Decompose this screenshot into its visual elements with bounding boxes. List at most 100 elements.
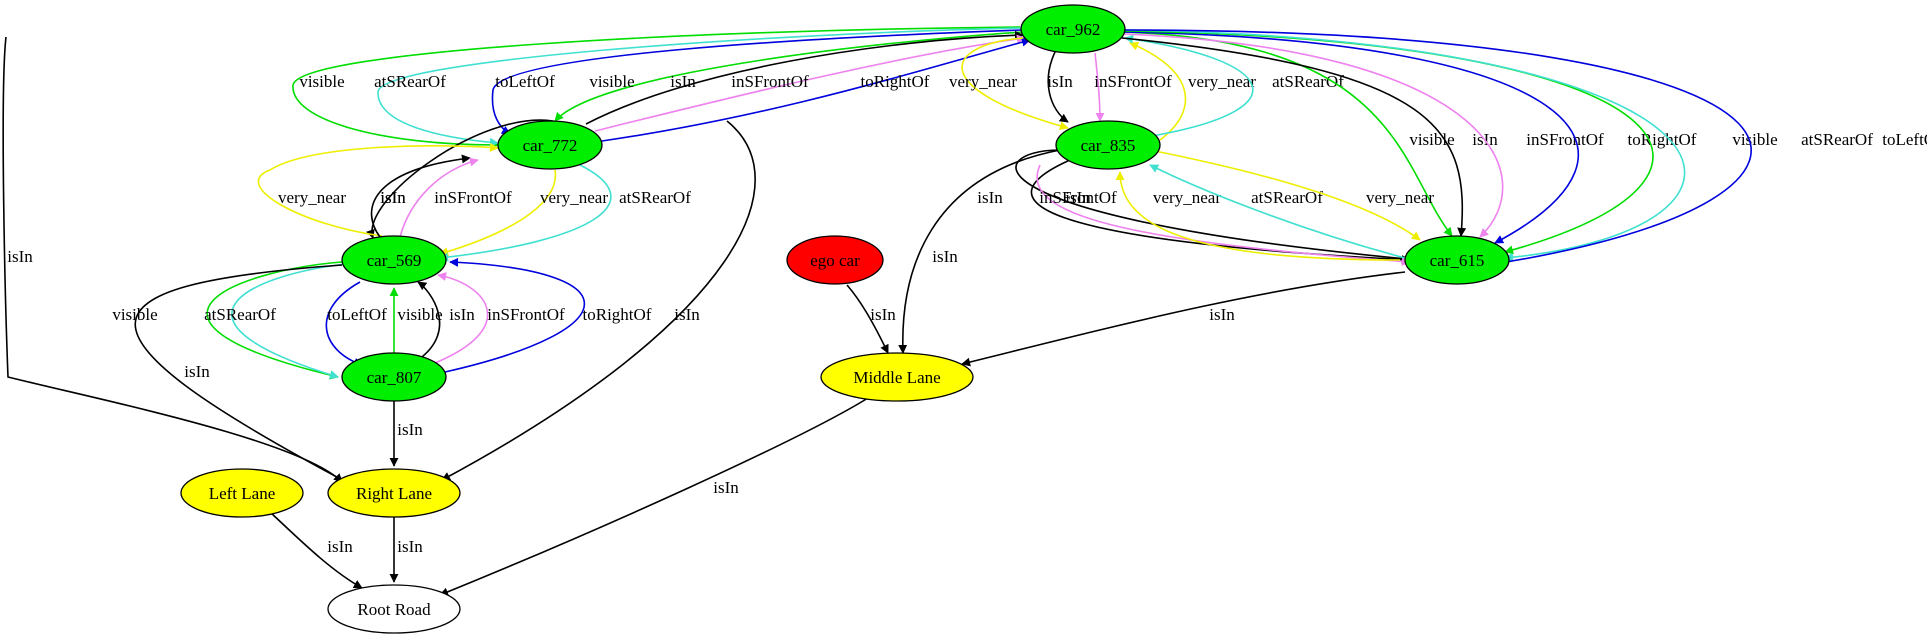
node-label: car_807 xyxy=(367,368,422,387)
edge-line xyxy=(444,257,585,373)
edge-label: isIn xyxy=(870,305,896,324)
edge-label: isIn xyxy=(449,305,475,324)
edge-label: isIn xyxy=(327,537,353,556)
node-ellipse[interactable] xyxy=(327,584,461,634)
edge-line xyxy=(1123,29,1686,262)
node-label: Left Lane xyxy=(209,484,276,503)
node-ellipse[interactable] xyxy=(820,352,974,402)
node-ellipse[interactable] xyxy=(497,120,603,170)
edge-line xyxy=(439,397,869,597)
edge-line xyxy=(257,142,499,237)
edge-label: isIn xyxy=(397,420,423,439)
edge-isin: isIn xyxy=(1030,159,1411,265)
node-car-807[interactable]: car_807 xyxy=(341,352,447,402)
edge-atsrearof: atSRearOf xyxy=(204,263,347,379)
edge-label: visible xyxy=(299,72,344,91)
edge-very-near: very_near xyxy=(1149,149,1434,241)
edge-isin: isIn xyxy=(898,149,1061,354)
edge-line xyxy=(491,29,1022,135)
edge-label: visible xyxy=(112,305,157,324)
edge-toleftof: toLeftOf xyxy=(491,29,1022,135)
edge-very-near: very_near xyxy=(1115,171,1401,261)
edge-label: visible xyxy=(397,305,442,324)
node-label: car_835 xyxy=(1081,136,1136,155)
node-ellipse[interactable] xyxy=(1055,120,1161,170)
node-label: Root Road xyxy=(357,600,431,619)
edge-insfrontof: inSFrontOf xyxy=(1036,164,1411,266)
nodes-layer: car_962 car_772 car_835 car_569 car_615 ego c… xyxy=(180,4,1510,634)
edge-label: atSRearOf xyxy=(1272,72,1344,91)
edge-label: inSFrontOf xyxy=(487,305,565,324)
edge-line xyxy=(441,120,756,481)
edge-label: isIn xyxy=(674,305,700,324)
edge-label: isIn xyxy=(932,247,958,266)
edge-line xyxy=(1123,31,1580,244)
edge-isin: isIn xyxy=(389,401,423,467)
edge-isin: isIn xyxy=(961,271,1406,367)
edge-label: very_near xyxy=(1366,188,1434,207)
edge-line xyxy=(1149,164,1406,259)
edge-label: atSRearOf xyxy=(1251,188,1323,207)
edge-line xyxy=(961,37,1069,131)
edge-line xyxy=(269,511,363,589)
edge-line xyxy=(231,263,347,379)
node-car-835[interactable]: car_835 xyxy=(1055,120,1161,170)
edge-atsrearof: atSRearOf xyxy=(374,27,1022,147)
node-ego-car[interactable]: ego car xyxy=(786,235,884,285)
edge-isin: isIn xyxy=(846,284,896,354)
edge-toleftof: toLeftOf xyxy=(325,281,387,367)
edge-label: toLeftOf xyxy=(1882,130,1927,149)
edge-line xyxy=(585,30,1024,125)
edge-label: toLeftOf xyxy=(495,72,555,91)
edge-isin: isIn xyxy=(366,119,554,239)
node-right-lane[interactable]: Right Lane xyxy=(327,468,461,518)
edge-very-near: very_near xyxy=(257,142,499,237)
edge-insfrontof: inSFrontOf xyxy=(1094,52,1172,122)
node-car-615[interactable]: car_615 xyxy=(1404,235,1510,285)
edge-line xyxy=(1015,149,1441,266)
edge-line xyxy=(601,37,1031,142)
node-ellipse[interactable] xyxy=(341,235,447,285)
node-root-road[interactable]: Root Road xyxy=(327,584,461,634)
edge-line xyxy=(206,261,343,380)
edge-label: isIn xyxy=(7,247,33,266)
node-middle-lane[interactable]: Middle Lane xyxy=(820,352,974,402)
edge-isin: isIn xyxy=(269,511,363,589)
edge-line xyxy=(134,264,351,485)
node-car-569[interactable]: car_569 xyxy=(341,235,447,285)
edge-line xyxy=(439,169,557,256)
edge-line xyxy=(292,26,1021,150)
edge-label: isIn xyxy=(397,537,423,556)
edge-label: isIn xyxy=(670,72,696,91)
edge-label: inSFrontOf xyxy=(1039,188,1117,207)
edge-label: atSRearOf xyxy=(619,188,691,207)
edge-visible: visible xyxy=(292,26,1021,150)
node-ellipse[interactable] xyxy=(1020,4,1126,54)
edge-very-near: very_near xyxy=(949,37,1069,131)
edge-line xyxy=(439,164,612,262)
node-car-772[interactable]: car_772 xyxy=(497,120,603,170)
edge-label: inSFrontOf xyxy=(731,72,809,91)
edge-line xyxy=(961,271,1406,367)
node-ellipse[interactable] xyxy=(786,235,884,285)
edge-line xyxy=(594,34,1026,132)
edge-label: atSRearOf xyxy=(204,305,276,324)
node-label: car_962 xyxy=(1046,20,1101,39)
node-car-962[interactable]: car_962 xyxy=(1020,4,1126,54)
edge-label: very_near xyxy=(1188,72,1256,91)
node-ellipse[interactable] xyxy=(180,468,304,518)
node-ellipse[interactable] xyxy=(327,468,461,518)
edge-line xyxy=(898,149,1061,354)
node-ellipse[interactable] xyxy=(1404,235,1510,285)
node-ellipse[interactable] xyxy=(341,352,447,402)
node-label: ego car xyxy=(810,251,860,270)
edge-line xyxy=(1123,33,1504,238)
edge-label: very_near xyxy=(949,72,1017,91)
edge-visible: visible xyxy=(389,287,443,353)
edge-line xyxy=(1094,52,1105,122)
edge-line xyxy=(1047,47,1069,123)
edge-line xyxy=(1124,34,1254,137)
edge-label: visible xyxy=(1732,130,1777,149)
node-left-lane[interactable]: Left Lane xyxy=(180,468,304,518)
edge-label: atSRearOf xyxy=(1801,130,1873,149)
